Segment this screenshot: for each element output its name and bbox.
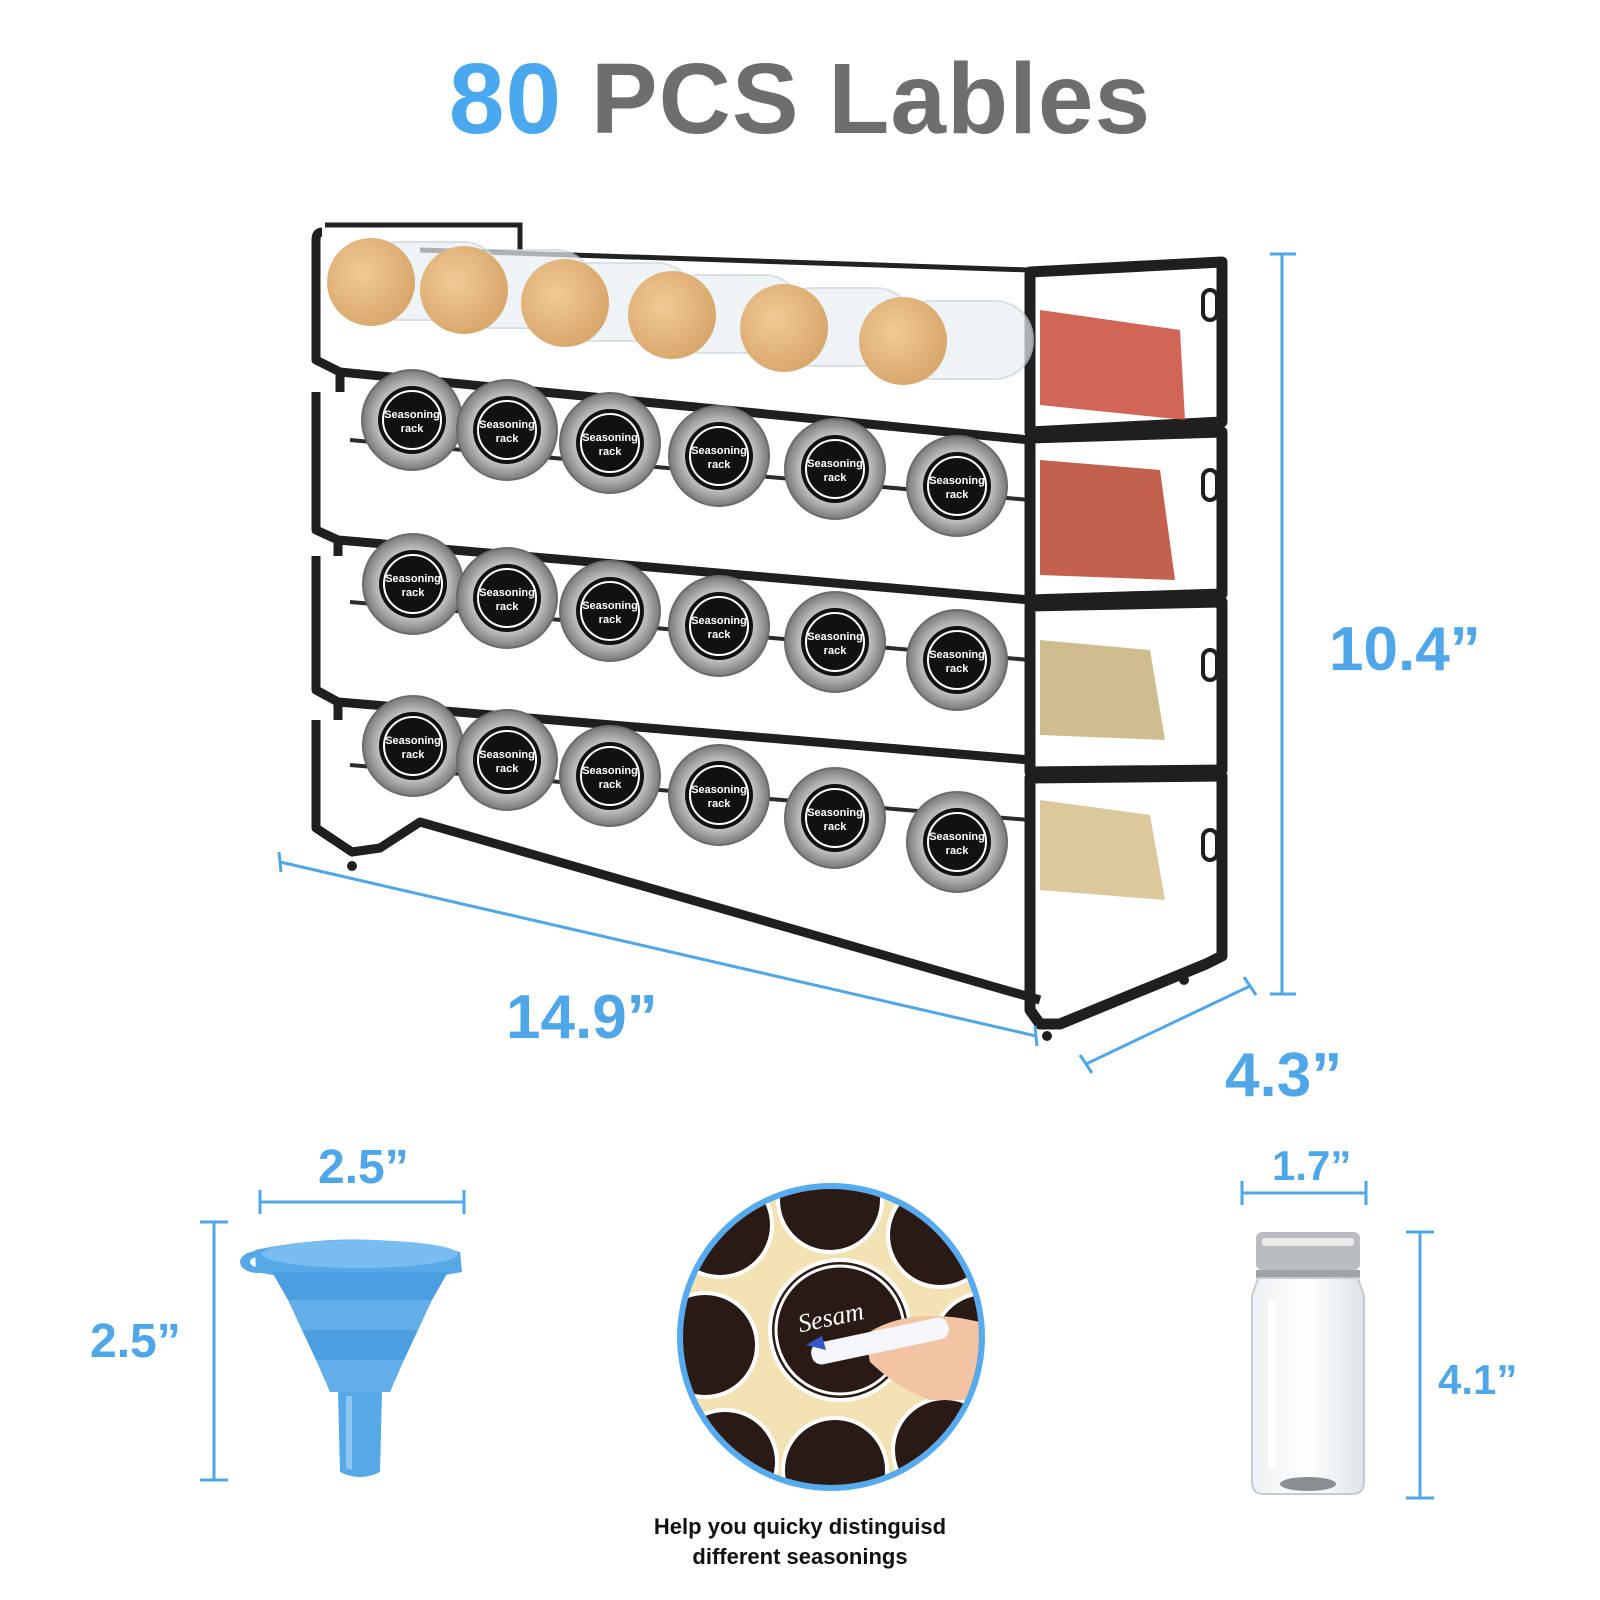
jar-label-text: Seasoning bbox=[929, 831, 985, 843]
jar-label-text: Seasoning bbox=[691, 615, 747, 627]
jar-label-text: rack bbox=[824, 821, 848, 833]
jar-label-text: rack bbox=[824, 645, 848, 657]
jar-label-text: Seasoning bbox=[384, 409, 440, 421]
jar-label-text: Seasoning bbox=[807, 807, 863, 819]
wood-cap bbox=[859, 297, 947, 385]
funnel-width-label: 2.5” bbox=[318, 1141, 409, 1194]
caption-line-2: different seasonings bbox=[692, 1544, 908, 1569]
jar-label-text: rack bbox=[496, 601, 520, 613]
wood-cap bbox=[740, 284, 828, 372]
title-number: 80 bbox=[448, 43, 563, 155]
jar-lid: Seasoning rack bbox=[559, 392, 661, 494]
jar-lid: Seasoning rack bbox=[784, 591, 886, 693]
jar-width-label: 1.7” bbox=[1272, 1142, 1352, 1189]
jar-label-text: Seasoning bbox=[385, 573, 441, 585]
title-text: PCS Lables bbox=[590, 43, 1152, 155]
jar-label-text: rack bbox=[599, 614, 623, 626]
jar-label-text: rack bbox=[402, 749, 426, 761]
jar-label-text: Seasoning bbox=[929, 475, 985, 487]
jar-label-text: Seasoning bbox=[582, 600, 638, 612]
rack-height-label: 10.4” bbox=[1329, 615, 1481, 684]
wood-cap bbox=[521, 259, 609, 347]
jar-label-text: Seasoning bbox=[807, 458, 863, 470]
jar-label-text: Seasoning bbox=[479, 749, 535, 761]
jar-label-text: Seasoning bbox=[385, 735, 441, 747]
jar-label-text: Seasoning bbox=[807, 631, 863, 643]
wood-cap bbox=[420, 246, 508, 334]
rack-dimension-lines bbox=[277, 252, 1296, 1074]
jar-label-text: Seasoning bbox=[582, 765, 638, 777]
jar-label-text: rack bbox=[599, 779, 623, 791]
spice-jar bbox=[1251, 1232, 1365, 1495]
wood-cap bbox=[628, 271, 716, 359]
jar-label-text: Seasoning bbox=[691, 445, 747, 457]
jar-lid: Seasoning rack bbox=[362, 533, 464, 635]
jar-dimension-lines bbox=[1240, 1181, 1434, 1500]
caption-line-1: Help you quicky distinguisd bbox=[653, 1514, 947, 1539]
jar-height-label: 4.1” bbox=[1438, 1356, 1518, 1403]
label-sheet-closeup: Sesam bbox=[677, 1183, 985, 1491]
rack-depth-label: 4.3” bbox=[1225, 1041, 1343, 1110]
jar-label-text: Seasoning bbox=[582, 432, 638, 444]
jar-label-text: rack bbox=[946, 845, 970, 857]
jar-label-text: Seasoning bbox=[691, 784, 747, 796]
jar-label-text: rack bbox=[824, 472, 848, 484]
jar-label-text: rack bbox=[708, 798, 732, 810]
jar-lid: Seasoning rack bbox=[559, 725, 661, 827]
jar-label-text: rack bbox=[496, 433, 520, 445]
jar-lid: Seasoning rack bbox=[668, 405, 770, 507]
rack-side-frame bbox=[1024, 256, 1228, 1030]
funnel-dimension-lines bbox=[200, 1190, 466, 1482]
jar-label-text: rack bbox=[402, 587, 426, 599]
jar-label-text: rack bbox=[708, 459, 732, 471]
jar-lid: Seasoning rack bbox=[784, 418, 886, 520]
jar-label-text: Seasoning bbox=[479, 419, 535, 431]
funnel-height-label: 2.5” bbox=[90, 1315, 181, 1368]
jar-lid: Seasoning rack bbox=[668, 575, 770, 677]
rack-tiers bbox=[311, 227, 1042, 1005]
jar-label-text: rack bbox=[599, 446, 623, 458]
jar-label-text: Seasoning bbox=[479, 587, 535, 599]
jar-label-text: Seasoning bbox=[929, 649, 985, 661]
jar-lid: Seasoning rack bbox=[456, 547, 558, 649]
jar-lid: Seasoning rack bbox=[906, 435, 1008, 537]
rack-width-label: 14.9” bbox=[506, 983, 658, 1052]
wood-caps bbox=[327, 238, 1034, 385]
jar-lid: Seasoning rack bbox=[456, 709, 558, 811]
jar-lid: Seasoning rack bbox=[668, 744, 770, 846]
jar-lid: Seasoning rack bbox=[906, 791, 1008, 893]
page-title: 80 PCS Lables bbox=[0, 42, 1600, 157]
jar-label-text: rack bbox=[946, 663, 970, 675]
funnel bbox=[240, 1239, 462, 1477]
jar-lid: Seasoning rack bbox=[559, 560, 661, 662]
jar-lid: Seasoning rack bbox=[784, 767, 886, 869]
jar-label-text: rack bbox=[946, 489, 970, 501]
jar-label-text: rack bbox=[708, 629, 732, 641]
wood-cap bbox=[327, 238, 415, 326]
jar-lid: Seasoning rack bbox=[906, 609, 1008, 711]
jar-lid: Seasoning rack bbox=[362, 695, 464, 797]
jar-lid: Seasoning rack bbox=[456, 379, 558, 481]
jar-label-text: rack bbox=[496, 763, 520, 775]
jar-lid: Seasoning rack bbox=[361, 369, 463, 471]
label-sheet-caption: Help you quicky distinguisd different se… bbox=[600, 1512, 1000, 1572]
jar-label-text: rack bbox=[401, 423, 425, 435]
